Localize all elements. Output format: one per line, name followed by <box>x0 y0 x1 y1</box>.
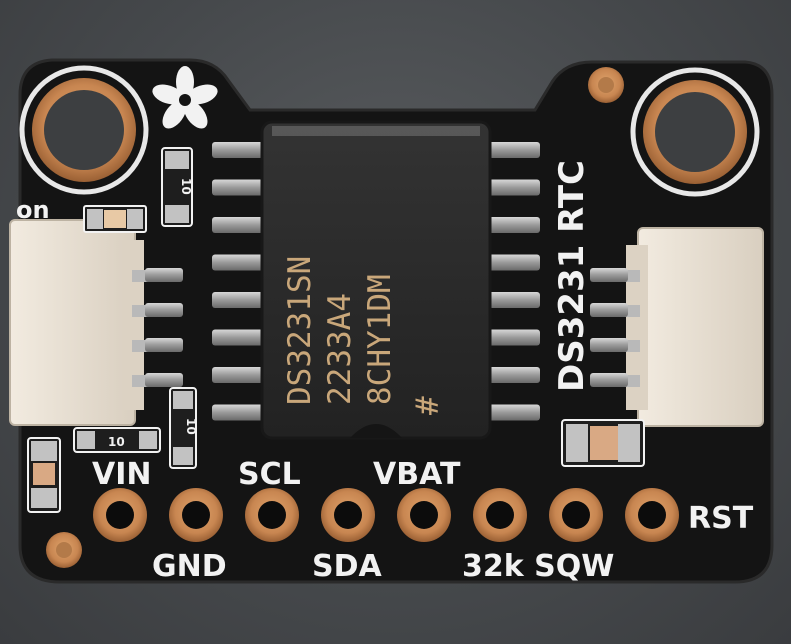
header-pin-hole <box>562 501 590 529</box>
svg-text:DS3231SN: DS3231SN <box>282 256 318 405</box>
chip-pin <box>212 367 266 383</box>
resistor-bottom-left: 10 <box>73 427 161 453</box>
pin-label-vbat: VBAT <box>373 457 461 492</box>
chip-pin <box>212 292 266 308</box>
chip-pin <box>212 142 266 158</box>
chip-pin <box>486 254 540 271</box>
svg-text:10: 10 <box>108 435 125 449</box>
chip-pins-right <box>486 142 540 421</box>
chip-marking: DS3231SN 2233A4 8CHY1DM # <box>282 256 446 415</box>
chip-pin <box>212 217 266 233</box>
header-pin-hole <box>638 501 666 529</box>
header-pins <box>93 488 679 542</box>
header-pin-hole <box>334 501 362 529</box>
chip-pin <box>212 254 266 271</box>
svg-text:2233A4: 2233A4 <box>322 293 358 405</box>
chip-pin <box>486 179 540 196</box>
chip-pins-left <box>212 142 266 421</box>
board-title: DS3231 RTC <box>552 160 592 392</box>
rtc-chip <box>260 120 492 440</box>
svg-text:#: # <box>410 396 446 415</box>
header-pin-hole <box>182 501 210 529</box>
chip-pin <box>486 142 540 158</box>
header-pin-hole <box>410 501 438 529</box>
chip-pin <box>486 367 540 383</box>
chip-pin <box>212 404 266 421</box>
flower-logo-icon <box>152 66 218 129</box>
svg-text:8CHY1DM: 8CHY1DM <box>362 274 398 405</box>
chip-pin <box>486 292 540 308</box>
connector-pads-right <box>590 268 628 387</box>
svg-text:10: 10 <box>179 178 193 195</box>
led-label: on <box>16 196 50 224</box>
capacitor-far-left <box>27 437 61 513</box>
stemma-connector-left <box>9 219 148 426</box>
stemma-connector-right <box>624 227 764 427</box>
led-indicator <box>83 205 147 233</box>
pin-label-vin: VIN <box>92 457 152 492</box>
header-pin-hole <box>486 501 514 529</box>
resistor-middle-left: 10 <box>169 387 198 469</box>
svg-text:10: 10 <box>184 418 198 435</box>
resistor-top-left: 10 <box>161 147 193 227</box>
chip-pin <box>486 217 540 233</box>
chip-pin <box>486 329 540 346</box>
chip-pin <box>486 404 540 421</box>
chip-pin <box>212 179 266 196</box>
header-pin-hole <box>258 501 286 529</box>
pin-label-32k-sqw: 32k SQW <box>462 549 614 584</box>
header-pin-hole <box>106 501 134 529</box>
capacitor-right <box>561 419 645 467</box>
pin-label-sda: SDA <box>312 549 383 584</box>
connector-pads-left <box>145 268 183 387</box>
chip-pin <box>212 329 266 346</box>
mounting-hole-left <box>19 65 149 195</box>
pin-label-rst: RST <box>688 501 754 536</box>
mounting-hole-right <box>630 67 760 197</box>
pin-label-scl: SCL <box>238 457 301 492</box>
pin-label-gnd: GND <box>152 549 227 584</box>
